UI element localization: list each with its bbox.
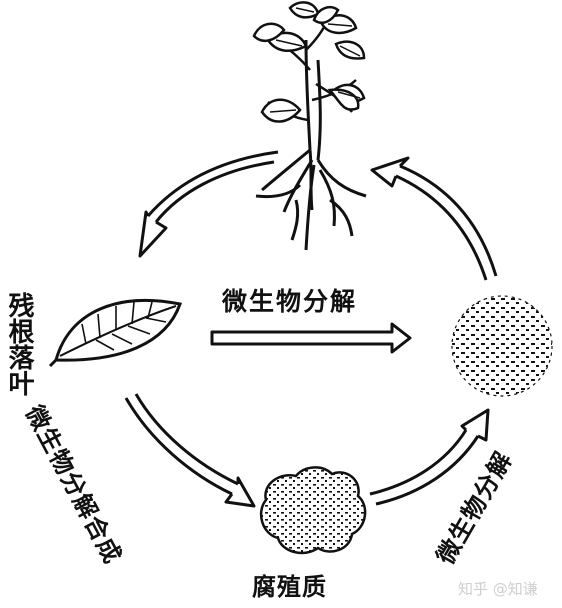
center-process-label: 微生物分解 <box>222 287 358 316</box>
arrow-plant-to-residue <box>138 150 279 258</box>
arrow-residue-to-particles <box>210 322 412 354</box>
mineral-particles-icon <box>451 295 553 397</box>
humus-label: 腐殖质 <box>252 573 327 601</box>
watermark: 知乎 @知谦 <box>458 580 538 598</box>
leaf-icon <box>48 299 182 368</box>
humus-clump-icon <box>259 466 367 555</box>
arrow-residue-to-humus <box>124 393 256 508</box>
residue-label: 残根落叶 <box>4 292 34 396</box>
arrow-humus-to-particles <box>369 408 490 506</box>
arrow-particles-to-plant <box>370 156 498 281</box>
plant-leaf-hatching <box>269 7 361 113</box>
